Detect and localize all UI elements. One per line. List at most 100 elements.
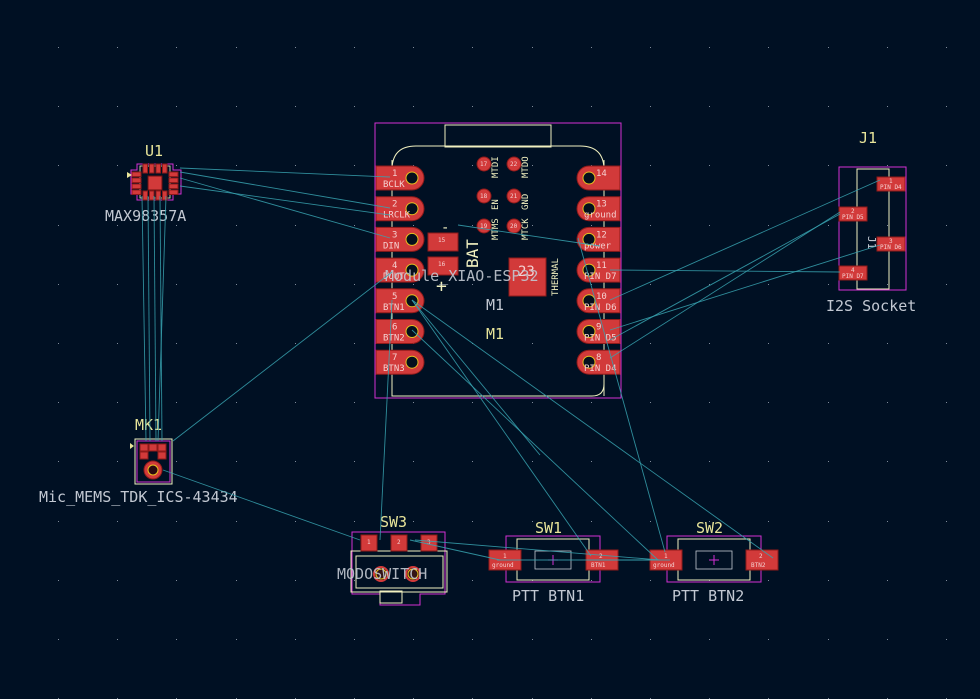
u1-pad[interactable] bbox=[168, 171, 179, 177]
mk1-courtyard bbox=[136, 440, 171, 483]
u1-exposed-pad[interactable] bbox=[147, 175, 163, 191]
footprint-mk1[interactable]: MK1 Mic_MEMS_TDK_ICS-43434 bbox=[39, 416, 238, 506]
m1-pad-16[interactable] bbox=[427, 256, 459, 276]
sw3-pad-2[interactable]: 2 bbox=[390, 534, 408, 552]
sw2-reference: SW2 bbox=[696, 519, 723, 537]
grid-dot bbox=[413, 521, 414, 522]
sw3-pad-3[interactable]: 3 bbox=[420, 534, 438, 552]
u1-pad[interactable] bbox=[168, 183, 179, 189]
u1-pad[interactable] bbox=[162, 190, 168, 201]
grid-dot bbox=[176, 106, 177, 107]
u1-pad[interactable] bbox=[131, 189, 142, 195]
mk1-port-hole bbox=[147, 464, 159, 476]
u1-pad[interactable] bbox=[131, 183, 142, 189]
grid-dot bbox=[650, 343, 651, 344]
m1-thermal-pad-label: 23 bbox=[518, 264, 535, 280]
j1-pad-name: PIN D6 bbox=[880, 244, 902, 251]
grid-dot bbox=[58, 461, 59, 462]
m1-drill-hole bbox=[405, 171, 419, 185]
j1-pad-num: 4 bbox=[851, 267, 855, 274]
grid-dot bbox=[709, 639, 710, 640]
mk1-pad[interactable] bbox=[139, 443, 149, 452]
grid-dot bbox=[413, 165, 414, 166]
m1-pad-num: 13 bbox=[596, 200, 607, 210]
m1-pad-name: LRCLK bbox=[383, 211, 411, 221]
m1-pad-num: 8 bbox=[596, 353, 601, 363]
mk1-pad[interactable] bbox=[157, 451, 167, 460]
footprint-u1[interactable]: U1 MAX98357A bbox=[105, 142, 186, 225]
grid-dot bbox=[354, 402, 355, 403]
grid-dot bbox=[532, 402, 533, 403]
grid-dot bbox=[946, 165, 947, 166]
grid-dot bbox=[354, 521, 355, 522]
u1-pad[interactable] bbox=[149, 163, 155, 174]
grid-dot bbox=[472, 461, 473, 462]
mk1-pad[interactable] bbox=[148, 443, 158, 452]
m1-pad-num: 3 bbox=[392, 230, 397, 240]
u1-pad[interactable] bbox=[149, 190, 155, 201]
mk1-pad[interactable] bbox=[139, 451, 149, 460]
grid-dot bbox=[887, 639, 888, 640]
u1-pad[interactable] bbox=[131, 171, 142, 177]
grid-dot bbox=[946, 402, 947, 403]
mk1-pad[interactable] bbox=[157, 443, 167, 452]
m1-pad-15[interactable] bbox=[427, 232, 459, 252]
sw3-pad-num: 3 bbox=[427, 539, 431, 546]
u1-pad[interactable] bbox=[162, 163, 168, 174]
u1-pad[interactable] bbox=[168, 177, 179, 183]
footprint-sw1[interactable]: SW1 1 ground 2 BTN1 PTT BTN1 bbox=[488, 519, 619, 605]
u1-pad[interactable] bbox=[142, 190, 148, 201]
grid-dot bbox=[946, 284, 947, 285]
grid-dot bbox=[295, 106, 296, 107]
m1-pad-name: BCLK bbox=[383, 180, 405, 190]
footprint-sw2[interactable]: SW2 1 ground 2 BTN2 PTT BTN2 bbox=[649, 519, 779, 605]
ratsnest-line bbox=[179, 177, 391, 239]
u1-pad[interactable] bbox=[155, 163, 161, 174]
u1-pad[interactable] bbox=[131, 177, 142, 183]
grid-dot bbox=[887, 225, 888, 226]
grid-dot bbox=[591, 461, 592, 462]
u1-pad[interactable] bbox=[142, 163, 148, 174]
u1-pad[interactable] bbox=[155, 190, 161, 201]
grid-dot bbox=[887, 284, 888, 285]
m1-thermal-pad[interactable] bbox=[508, 257, 547, 297]
grid-dot bbox=[354, 47, 355, 48]
jtag-pad-num: 18 bbox=[480, 193, 488, 200]
sw1-pad-1-name: ground bbox=[492, 562, 514, 569]
u1-pad[interactable] bbox=[168, 189, 179, 195]
grid-dot bbox=[117, 165, 118, 166]
grid-dot bbox=[472, 521, 473, 522]
grid-dot bbox=[709, 106, 710, 107]
jtag-pad-num: 20 bbox=[510, 223, 518, 230]
m1-pad-name: PIN D4 bbox=[584, 364, 617, 374]
ratsnest-line bbox=[457, 224, 601, 247]
sw3-pad-1[interactable]: 1 bbox=[360, 534, 378, 552]
m1-pad-14[interactable]: 14 bbox=[576, 165, 621, 191]
grid-dot bbox=[532, 47, 533, 48]
